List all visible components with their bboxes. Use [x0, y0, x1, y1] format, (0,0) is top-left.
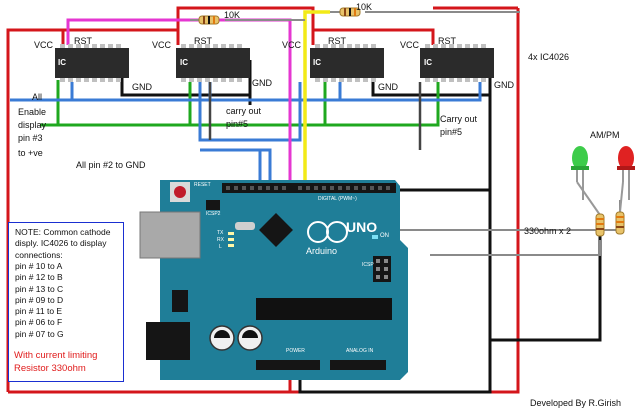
gnd-label-2: GND	[252, 78, 272, 88]
arduino-board	[139, 180, 408, 380]
ic-count-label: 4x IC4026	[528, 52, 570, 62]
note-line: pin # 06 to F	[15, 317, 63, 328]
note-line: connections:	[15, 249, 63, 260]
ic-chip-2	[176, 44, 250, 82]
tx-label: TX	[217, 230, 224, 236]
carry-out-wire	[208, 82, 422, 150]
green-enable-wire	[40, 80, 440, 127]
vcc-label-2: VCC	[152, 40, 172, 50]
resistor-330-label: 330ohm x 2	[524, 226, 572, 236]
all-enable-label-2: display	[18, 120, 47, 130]
all-enable-label-4: to +ve	[18, 148, 43, 158]
rst-label-4: RST	[438, 36, 456, 46]
usb-connector	[139, 211, 201, 259]
carry-out-label-1: pin#5	[226, 119, 249, 129]
note-box: NOTE: Common cathode disply. IC4026 to d…	[8, 222, 124, 382]
power-header	[256, 360, 320, 370]
credit-label: Developed By R.Girish	[530, 398, 622, 408]
all-enable-label-3: pin #3	[18, 133, 43, 143]
resistor-330-1	[576, 181, 605, 237]
vcc-label-4: VCC	[400, 40, 420, 50]
note-line: pin # 12 to B	[15, 272, 63, 283]
resistor-label-2: 10K	[356, 2, 373, 12]
rst-label-3: RST	[328, 36, 346, 46]
note-line: pin # 07 to G	[15, 328, 64, 339]
note-line: pin # 10 to A	[15, 260, 63, 271]
blue-data-wire	[10, 82, 482, 182]
all-pin2-label: All pin #2 to GND	[76, 160, 146, 170]
note-line: pin # 09 to D	[15, 294, 64, 305]
resistor-10k-2	[339, 7, 361, 17]
resistor-label-1: 10K	[224, 10, 241, 20]
note-warning-1: Resistor 330ohm	[14, 363, 86, 374]
note-warning-0: With current limiting	[14, 350, 98, 361]
reset-label: RESET	[194, 182, 211, 188]
resistor-330-2	[615, 181, 625, 235]
ic-chip-4	[420, 44, 494, 82]
analog-header	[330, 360, 386, 370]
carry-out-label-0: carry out	[226, 106, 262, 116]
all-enable-label-1: Enable	[18, 107, 47, 117]
ic-label-2: IC	[180, 58, 188, 67]
ic-label-1: IC	[58, 58, 66, 67]
vcc-label-1: VCC	[34, 40, 54, 50]
am-pm-label: AM/PM	[590, 130, 620, 140]
note-line: pin # 11 to E	[15, 306, 63, 317]
note-line: NOTE: Common cathode	[15, 227, 111, 237]
icsp-label: ICSP	[362, 262, 374, 268]
ic-chip-3	[310, 44, 384, 82]
ic-label-3: IC	[313, 58, 321, 67]
on-label: ON	[380, 233, 389, 239]
arduino-model: UNO	[346, 219, 378, 235]
icsp2-label: ICSP2	[206, 211, 221, 217]
carry-out-2-label-1: pin#5	[440, 127, 463, 137]
carry-out-2-label-0: Carry out	[440, 114, 478, 124]
arduino-brand: Arduino	[306, 246, 338, 256]
gnd-label-1: GND	[132, 82, 152, 92]
yellow-reset-wire	[303, 10, 330, 182]
red-power-wire	[6, 6, 520, 394]
rx-label: RX	[217, 237, 224, 243]
digital-label: DIGITAL (PWM~)	[318, 196, 357, 202]
red-led	[617, 146, 635, 182]
note-line: pin # 13 to C	[15, 283, 64, 294]
gnd-label-3: GND	[378, 82, 398, 92]
power-label: POWER	[286, 348, 305, 354]
l-label: L	[219, 244, 222, 250]
analog-label: ANALOG IN	[346, 348, 374, 354]
vcc-label-3: VCC	[282, 40, 302, 50]
rst-label-1: RST	[74, 36, 92, 46]
gnd-label-4: GND	[494, 80, 514, 90]
rst-label-2: RST	[194, 36, 212, 46]
green-led	[571, 146, 589, 182]
icsp-header	[373, 256, 391, 282]
ic-chip-1	[55, 44, 129, 82]
resistor-10k-1	[198, 15, 220, 25]
power-jack	[146, 322, 190, 360]
magenta-clock-wire	[66, 18, 292, 182]
note-line: disply. IC4026 to display	[15, 238, 107, 249]
atmega-chip	[256, 298, 392, 320]
all-enable-label-0: All	[32, 92, 43, 102]
ic-label-4: IC	[424, 58, 432, 67]
